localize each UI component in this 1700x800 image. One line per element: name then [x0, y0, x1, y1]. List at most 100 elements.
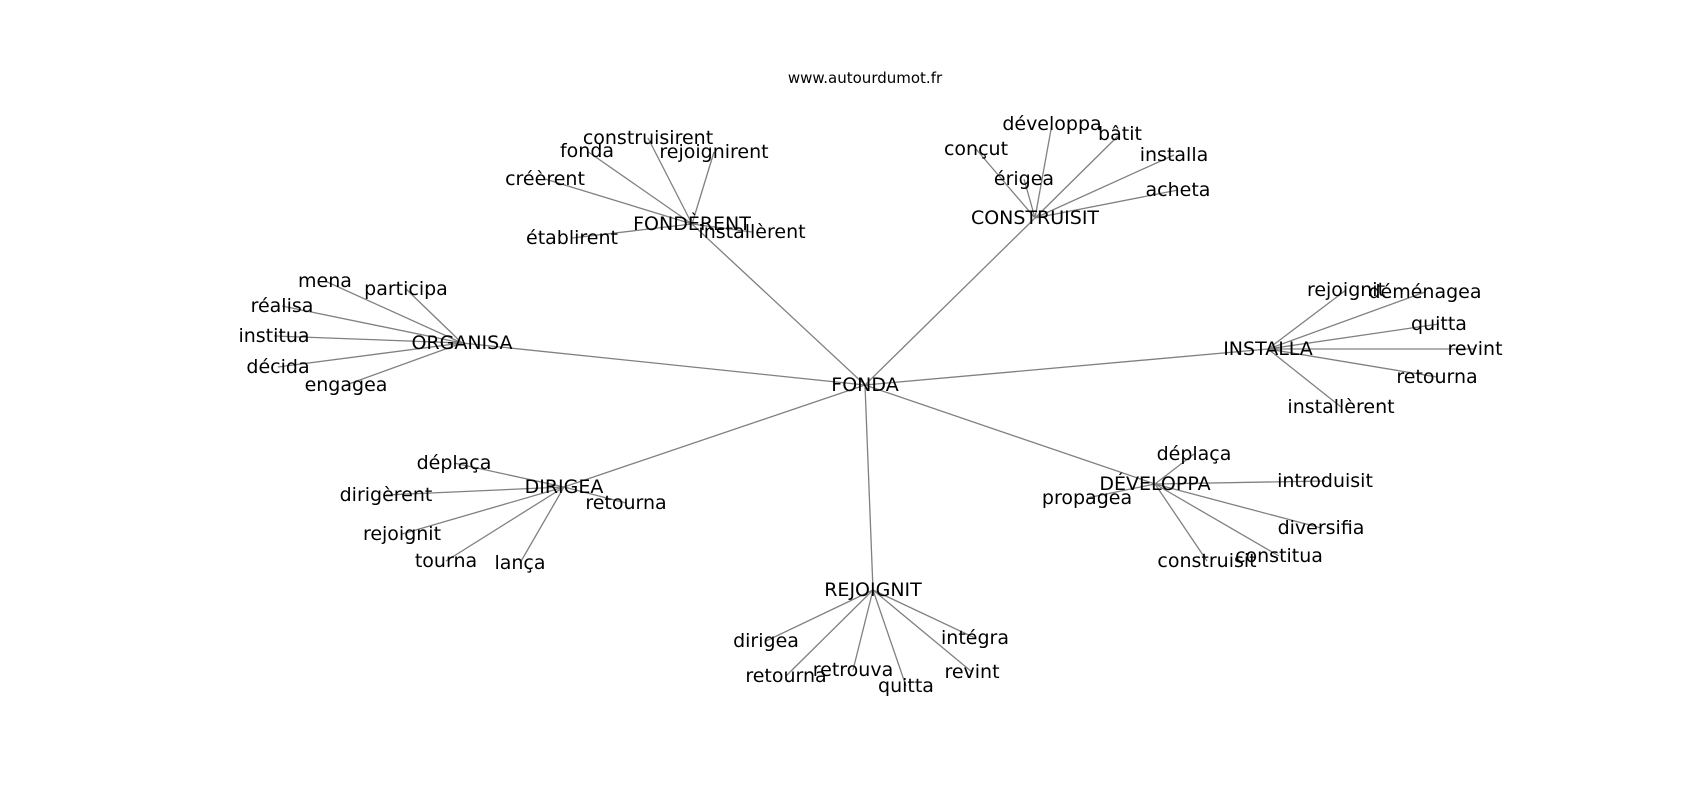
word-node-developpa-0[interactable]: déplaça — [1157, 443, 1232, 465]
word-node-fonderent-5[interactable]: installèrent — [698, 221, 805, 243]
word-node-organisa-1[interactable]: participa — [364, 278, 448, 300]
edge-organisa-1 — [405, 288, 463, 344]
word-node-rejoignit-5[interactable]: quitta — [878, 675, 934, 697]
word-node-organisa-4[interactable]: décida — [246, 356, 309, 378]
edge-dirigea-4 — [445, 486, 565, 562]
word-node-dirigea-3[interactable]: rejoignit — [363, 523, 441, 545]
word-node-construisit-1[interactable]: bâtit — [1098, 123, 1142, 145]
edge-dirigea-2 — [563, 486, 627, 504]
word-node-rejoignit-2[interactable]: retrouva — [813, 659, 893, 681]
word-node-dirigea-0[interactable]: déplaça — [417, 452, 492, 474]
edge-developpa-2 — [1086, 483, 1156, 499]
word-node-developpa-3[interactable]: diversifia — [1278, 517, 1365, 539]
edge-rejoignit-3 — [785, 589, 874, 677]
edge-fonderent-1 — [586, 150, 693, 225]
word-node-fonderent-3[interactable]: créèrent — [505, 168, 585, 190]
word-node-construisit-3[interactable]: installa — [1140, 144, 1209, 166]
cluster-node-installa[interactable]: INSTALLA — [1223, 338, 1313, 360]
edge-installa-0 — [1267, 289, 1347, 350]
edge-construisit-3 — [1034, 154, 1175, 219]
word-node-dirigea-5[interactable]: lança — [494, 552, 545, 574]
word-node-rejoignit-1[interactable]: intégra — [941, 627, 1009, 649]
edge-developpa-5 — [1154, 483, 1280, 557]
root-node[interactable]: FONDA — [831, 374, 898, 396]
edge-root-construisit — [864, 217, 1036, 386]
edge-construisit-0 — [1034, 123, 1053, 219]
cluster-node-fonderent[interactable]: FONDÈRENT — [633, 212, 751, 235]
word-node-installa-3[interactable]: revint — [1447, 338, 1502, 360]
word-node-rejoignit-0[interactable]: dirigea — [733, 630, 799, 652]
cluster-node-organisa[interactable]: ORGANISA — [411, 332, 512, 354]
edge-construisit-5 — [1034, 189, 1179, 219]
cluster-node-construisit[interactable]: CONSTRUISIT — [971, 207, 1099, 229]
word-node-developpa-5[interactable]: constitua — [1235, 545, 1323, 567]
edge-organisa-4 — [277, 342, 463, 368]
edge-developpa-3 — [1154, 483, 1322, 529]
word-node-construisit-5[interactable]: acheta — [1146, 179, 1211, 201]
edge-rejoignit-5 — [872, 589, 907, 687]
word-node-rejoignit-3[interactable]: retourna — [745, 665, 826, 687]
edge-organisa-5 — [345, 342, 463, 386]
edge-fonderent-2 — [691, 151, 715, 225]
edge-rejoignit-2 — [852, 589, 874, 671]
word-node-installa-4[interactable]: retourna — [1396, 366, 1477, 388]
word-node-dirigea-4[interactable]: tourna — [415, 550, 477, 572]
edge-root-developpa — [864, 384, 1156, 485]
edge-installa-2 — [1267, 323, 1440, 350]
site-title[interactable]: www.autourdumot.fr — [788, 69, 943, 87]
edge-fonderent-5 — [691, 223, 753, 233]
word-node-organisa-2[interactable]: réalisa — [251, 295, 314, 317]
word-node-developpa-1[interactable]: introduisit — [1277, 470, 1373, 492]
edge-rejoignit-4 — [872, 589, 973, 673]
edge-developpa-0 — [1154, 453, 1195, 485]
edge-rejoignit-0 — [765, 589, 874, 642]
edge-root-rejoignit — [864, 384, 874, 591]
word-node-installa-0[interactable]: rejoignit — [1307, 279, 1385, 301]
edge-organisa-3 — [273, 335, 463, 344]
word-node-rejoignit-4[interactable]: revint — [944, 661, 999, 683]
word-node-developpa-4[interactable]: construisit — [1157, 550, 1256, 572]
word-node-fonderent-4[interactable]: établirent — [526, 227, 618, 249]
word-node-installa-1[interactable]: déménagea — [1368, 281, 1481, 303]
edge-dirigea-1 — [385, 486, 565, 496]
cluster-node-developpa[interactable]: DÉVELOPPA — [1099, 472, 1210, 495]
word-node-construisit-0[interactable]: développa — [1002, 113, 1101, 135]
cluster-node-rejoignit[interactable]: REJOIGNIT — [824, 579, 922, 601]
edge-organisa-2 — [281, 305, 463, 344]
edge-fonderent-3 — [544, 178, 693, 225]
edge-fonderent-0 — [647, 137, 693, 225]
word-node-fonderent-2[interactable]: rejoignirent — [659, 141, 768, 163]
word-node-dirigea-1[interactable]: dirigèrent — [340, 484, 433, 506]
edge-construisit-2 — [975, 148, 1036, 219]
edge-root-fonderent — [691, 223, 866, 386]
edge-rejoignit-1 — [872, 589, 976, 639]
edge-dirigea-3 — [401, 486, 565, 535]
word-node-installa-2[interactable]: quitta — [1411, 313, 1467, 335]
edge-dirigea-0 — [453, 462, 565, 488]
word-node-construisit-2[interactable]: conçut — [944, 138, 1008, 160]
edge-installa-5 — [1267, 348, 1342, 408]
edge-root-dirigea — [563, 384, 866, 488]
edge-construisit-4 — [1023, 178, 1036, 219]
edge-dirigea-5 — [519, 486, 565, 564]
edge-root-installa — [864, 348, 1269, 386]
edge-layer — [273, 123, 1475, 687]
word-node-fonderent-1[interactable]: fonda — [560, 140, 614, 162]
edge-organisa-0 — [324, 280, 463, 344]
edge-developpa-1 — [1154, 480, 1326, 485]
edge-installa-1 — [1267, 291, 1426, 350]
word-node-organisa-0[interactable]: mena — [298, 270, 352, 292]
word-node-construisit-4[interactable]: érigea — [994, 168, 1054, 190]
word-node-organisa-5[interactable]: engagea — [305, 374, 388, 396]
edge-developpa-4 — [1154, 483, 1208, 562]
word-node-installa-5[interactable]: installèrent — [1287, 396, 1394, 418]
word-node-fonderent-0[interactable]: construisirent — [583, 127, 713, 149]
edge-fonderent-4 — [571, 223, 693, 239]
edge-root-organisa — [461, 342, 866, 386]
word-node-organisa-3[interactable]: institua — [238, 325, 309, 347]
cluster-node-dirigea[interactable]: DIRIGEA — [525, 476, 604, 498]
word-node-dirigea-2[interactable]: retourna — [585, 492, 666, 514]
edge-construisit-1 — [1034, 133, 1121, 219]
word-node-developpa-2[interactable]: propagea — [1042, 487, 1132, 509]
